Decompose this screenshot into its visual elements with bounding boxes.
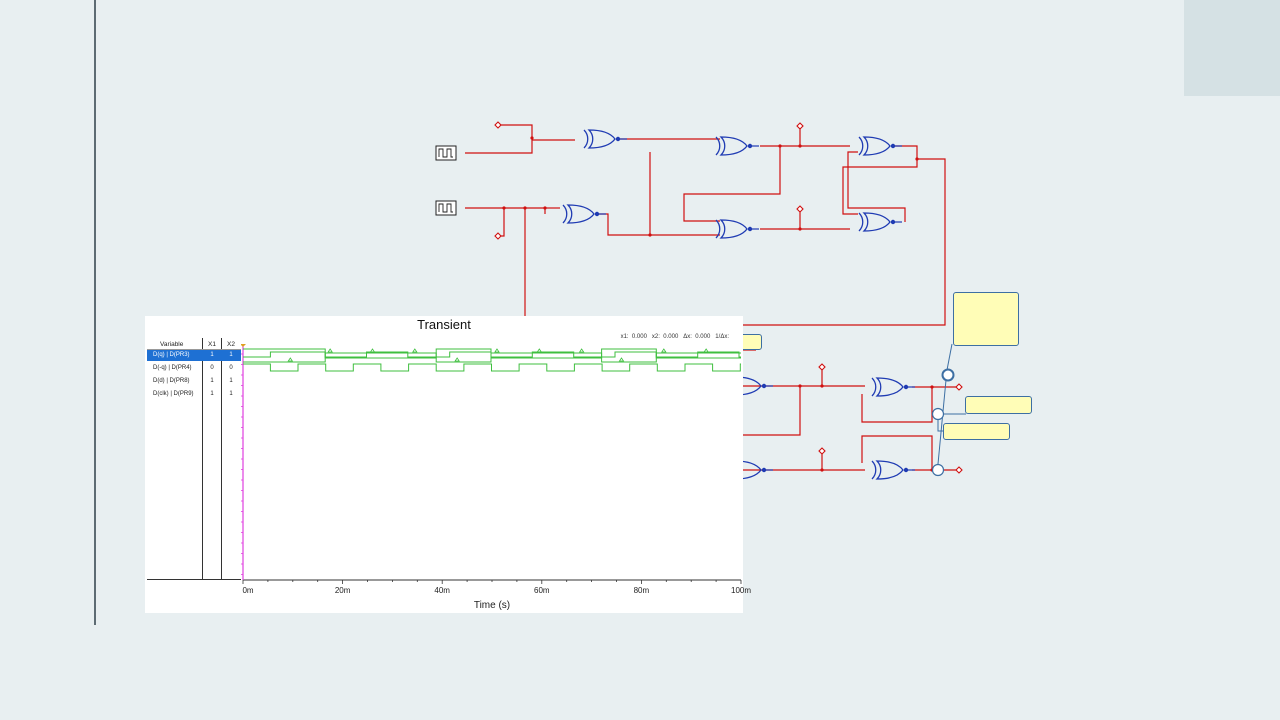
edge-marker [412, 348, 418, 353]
probe-callout-box [953, 292, 1019, 346]
x-tick-label: 0m [242, 586, 254, 595]
variable-row[interactable]: D(q) | D(PR3) [147, 350, 241, 361]
edge-marker [578, 348, 585, 353]
table-bottom-rule [147, 579, 241, 580]
variable-name: D(-q) | D(PR4) [153, 365, 192, 371]
circuit-wires [465, 124, 958, 471]
edge-marker [454, 357, 460, 362]
column-divider [202, 338, 203, 580]
slide-left-rule [94, 0, 96, 625]
probe-handles[interactable] [931, 368, 955, 477]
x2-value: 0 [229, 365, 233, 371]
nor-gate-q[interactable] [871, 377, 916, 397]
column-divider [221, 338, 222, 580]
probe-callout-label-3 [740, 334, 762, 350]
x2-value: 1 [229, 378, 233, 384]
probe-callout-label-2 [943, 423, 1010, 440]
q-trace [243, 348, 741, 359]
probe-markers[interactable] [494, 121, 963, 474]
wire-junctions [502, 136, 934, 472]
x2-value: 1 [222, 350, 240, 361]
probe-callout-label-1 [965, 396, 1032, 414]
edge-marker [494, 348, 500, 353]
x-tick-label: 100m [730, 586, 752, 595]
x2-value: 1 [229, 391, 233, 397]
x-tick-label: 60m [534, 586, 550, 595]
table-header-rule [147, 349, 241, 350]
x1-header: X1 [208, 341, 216, 348]
clk-trace [243, 363, 741, 372]
clock-source-2[interactable] [435, 200, 457, 216]
edge-marker [287, 357, 294, 362]
variable-header: Variable [160, 341, 184, 348]
nor-gate-output-bottom[interactable] [858, 212, 903, 232]
variable-name: D(d) | D(PR8) [153, 378, 190, 384]
x-tick-label: 20m [334, 586, 351, 595]
waveform-plot[interactable] [241, 344, 743, 584]
variable-name: D(q) | D(PR3) [153, 352, 190, 358]
variable-row[interactable]: D(-q) | D(PR4) [147, 363, 241, 374]
x1-value: 0 [210, 365, 214, 371]
nor-gate-input-2[interactable] [562, 204, 607, 224]
nor-gate-q-bar[interactable] [871, 460, 916, 480]
edge-marker [327, 348, 333, 353]
callout-leaders [937, 343, 966, 465]
corner-decoration [1184, 0, 1280, 96]
nor-gate-latch-top[interactable] [715, 136, 760, 156]
x2-header: X2 [227, 341, 235, 348]
nor-gate-latch-bottom[interactable] [715, 219, 760, 239]
d-trace [243, 351, 741, 358]
edge-marker [618, 357, 625, 362]
x-tick-label: 40m [434, 586, 450, 595]
edge-marker [661, 348, 667, 353]
x1-value: 1 [210, 391, 214, 397]
panel-title: Transient [417, 317, 471, 332]
edge-marker [536, 348, 543, 353]
clock-source-1[interactable] [435, 145, 457, 161]
transient-panel[interactable]: Transient x1: 0.000 x2: 0.000 Δx: 0.000 … [145, 316, 751, 613]
variable-row[interactable]: D(clk) | D(PR9) [147, 389, 241, 400]
cursor-readout: x1: 0.000 x2: 0.000 Δx: 0.000 1/Δx: [620, 334, 729, 340]
x1-value: 1 [210, 378, 214, 384]
variable-name: D(clk) | D(PR9) [153, 391, 194, 397]
edge-marker [703, 348, 709, 353]
edge-marker [369, 348, 376, 353]
x-axis-label: Time (s) [473, 600, 511, 611]
nor-gate-output-top[interactable] [858, 136, 903, 156]
nor-gate-input-1[interactable] [583, 129, 628, 149]
x1-value: 1 [203, 350, 221, 361]
x-tick-label: 80m [633, 586, 650, 595]
cursor-marker [241, 344, 246, 347]
variable-row[interactable]: D(d) | D(PR8) [147, 376, 241, 387]
